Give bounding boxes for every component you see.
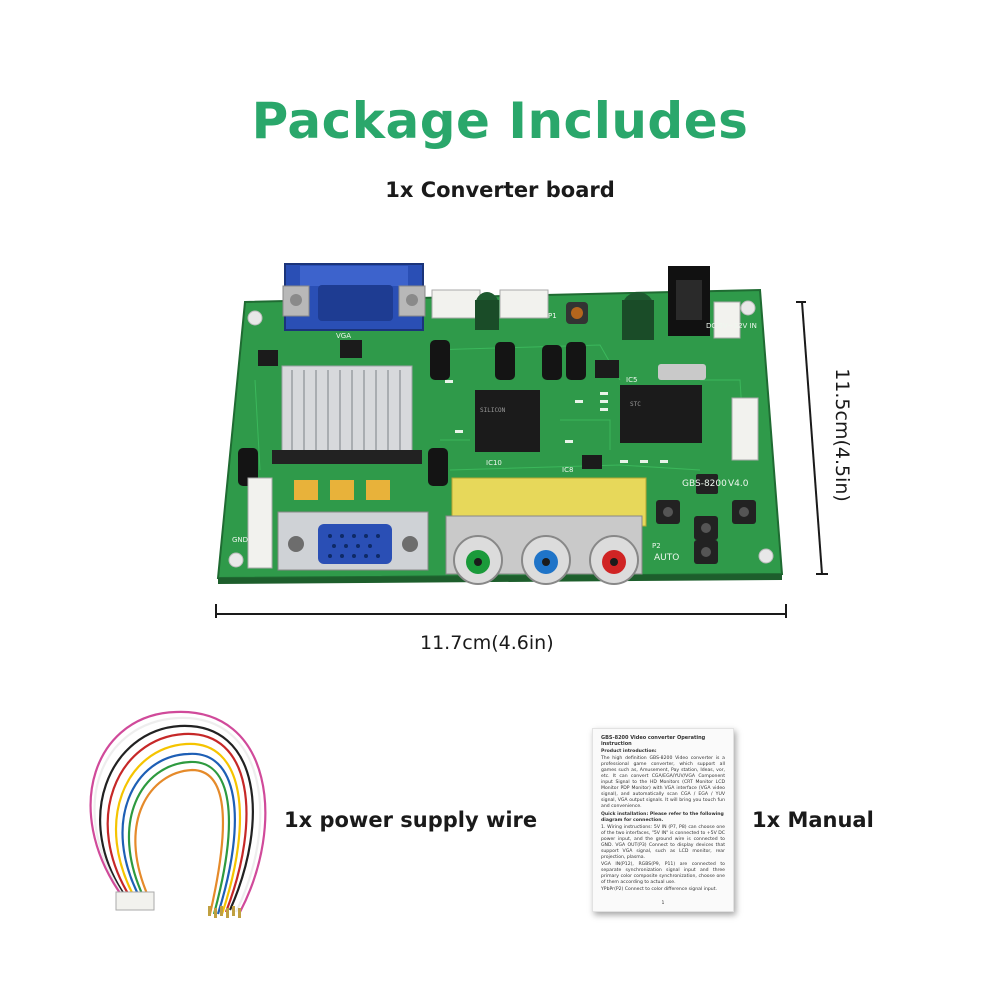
manual-image: GBS-8200 Video converter Operating instr… xyxy=(592,728,734,912)
converter-board-label: 1x Converter board xyxy=(385,178,615,202)
board-model-text: GBS-8200 xyxy=(682,479,727,489)
manual-page-number: 1 xyxy=(661,901,665,906)
ic-small-text: IC8 xyxy=(562,466,573,474)
header-connector xyxy=(731,397,759,461)
vga-label-text: VGA xyxy=(336,332,351,340)
vga-in-connector xyxy=(277,511,429,571)
vga-out-connector xyxy=(282,263,426,331)
manual-label: 1x Manual xyxy=(752,808,874,832)
height-dimension-line xyxy=(796,301,828,575)
auto-button-text: AUTO xyxy=(654,553,679,563)
ic-main-text: IC10 xyxy=(486,459,502,467)
wire-connector-plug xyxy=(115,891,155,911)
header-connector xyxy=(499,289,549,319)
manual-step-1: 1. Wiring instructions: 5V IN (P7, P8) c… xyxy=(601,825,725,860)
height-dimension-label: 11.5cm(4.5in) xyxy=(831,368,853,502)
page-title: Package Includes xyxy=(251,92,749,150)
dc-power-jack xyxy=(668,266,741,339)
gnd-text: GND xyxy=(232,536,248,544)
width-dimension-line xyxy=(215,604,787,618)
push-buttons xyxy=(656,474,756,564)
main-chip xyxy=(475,390,540,452)
manual-intro-text: The high definition GBS-8200 Video conve… xyxy=(601,756,725,809)
manual-step-2: VGA IN(P12), RGBS(P9, P11) are connected… xyxy=(601,862,725,885)
header-connector xyxy=(247,477,273,569)
svg-text:SILICON: SILICON xyxy=(480,407,506,414)
dc-input-text: DC 5V~12V IN xyxy=(706,322,757,330)
svg-text:STC: STC xyxy=(630,401,641,408)
power-supply-wire-image xyxy=(89,710,267,915)
trimmer-pots xyxy=(294,480,390,500)
ic-mcu-text: IC5 xyxy=(626,376,637,384)
capacitors xyxy=(238,292,654,486)
board-version-text: V4.0 xyxy=(728,479,749,489)
manual-heading: GBS-8200 Video converter Operating instr… xyxy=(601,735,706,747)
rca-jacks xyxy=(445,477,647,585)
header-connector xyxy=(431,289,481,319)
manual-step-3: YPbPr(P2) Connect to color difference si… xyxy=(601,887,717,892)
width-dimension-label: 11.7cm(4.6in) xyxy=(420,632,554,654)
power-supply-wire-label: 1x power supply wire xyxy=(284,808,538,832)
p1-text: P1 xyxy=(548,312,557,320)
p2-text: P2 xyxy=(652,542,661,550)
manual-intro-heading: Product introduction: xyxy=(601,749,657,754)
mcu-chip xyxy=(620,385,702,443)
heatsink xyxy=(272,365,422,464)
manual-install-heading: Quick installation: Please refer to the … xyxy=(601,812,724,823)
crystal xyxy=(658,364,706,380)
